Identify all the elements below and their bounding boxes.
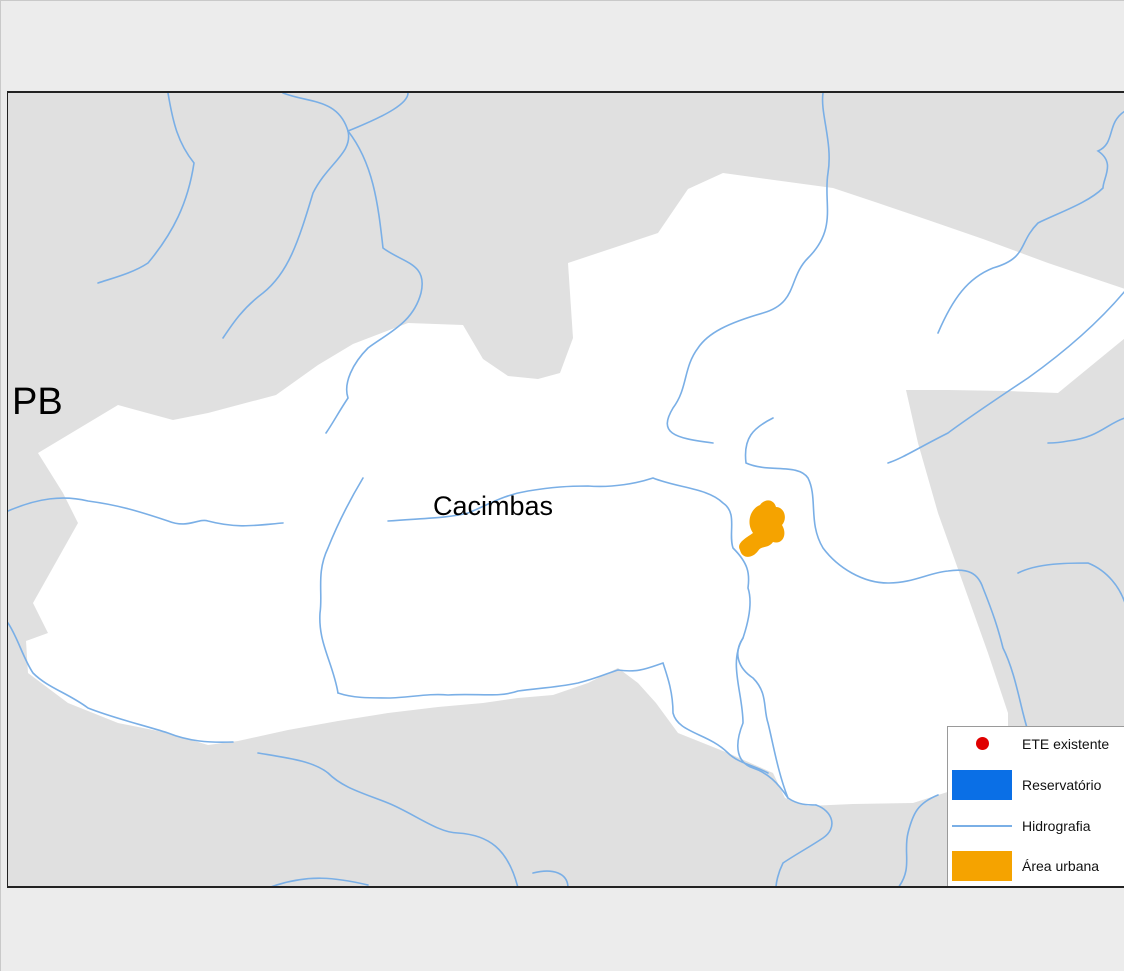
river-line (744, 417, 1039, 759)
map-legend: ETE existente Reservatório Hidrografia Á… (947, 726, 1124, 886)
urban-fill-symbol (952, 851, 1012, 881)
map-panel[interactable]: PB Cacimbas ETE existente Reservatório H… (7, 91, 1124, 888)
legend-item-urban-area: Área urbana (948, 851, 1124, 881)
river-network (8, 93, 1124, 886)
river-line (1017, 562, 1124, 603)
legend-label: Hidrografia (1022, 818, 1091, 834)
river-line (222, 130, 350, 339)
river-line (282, 93, 409, 133)
state-label: PB (12, 381, 63, 423)
municipality-label: Cacimbas (433, 491, 554, 521)
river-line (325, 130, 423, 434)
ete-point-symbol (952, 729, 1012, 759)
river-line (1047, 417, 1124, 444)
river-line (257, 752, 519, 886)
river-line (735, 637, 817, 806)
river-line (319, 477, 364, 694)
river-line (532, 870, 569, 886)
river-line (666, 93, 830, 444)
urban-area (739, 500, 785, 557)
reservoir-fill-symbol (952, 770, 1012, 800)
legend-item-ete: ETE existente (948, 729, 1124, 759)
river-line (775, 804, 833, 886)
municipality-area (26, 173, 1124, 806)
river-line (8, 622, 234, 744)
map-canvas (8, 93, 1124, 886)
legend-item-reservoir: Reservatório (948, 770, 1124, 800)
river-line (271, 877, 369, 886)
river-line (937, 110, 1124, 334)
river-line (97, 93, 195, 284)
legend-item-hydrography: Hidrografia (948, 811, 1124, 841)
legend-label: Reservatório (1022, 777, 1102, 793)
river-line (887, 290, 1124, 464)
river-line (387, 477, 789, 799)
legend-label: Área urbana (1022, 858, 1100, 874)
river-line (8, 497, 284, 527)
legend-label: ETE existente (1022, 736, 1110, 752)
river-line (337, 661, 769, 774)
river-line (898, 794, 939, 886)
hydrography-line-symbol (952, 811, 1012, 841)
